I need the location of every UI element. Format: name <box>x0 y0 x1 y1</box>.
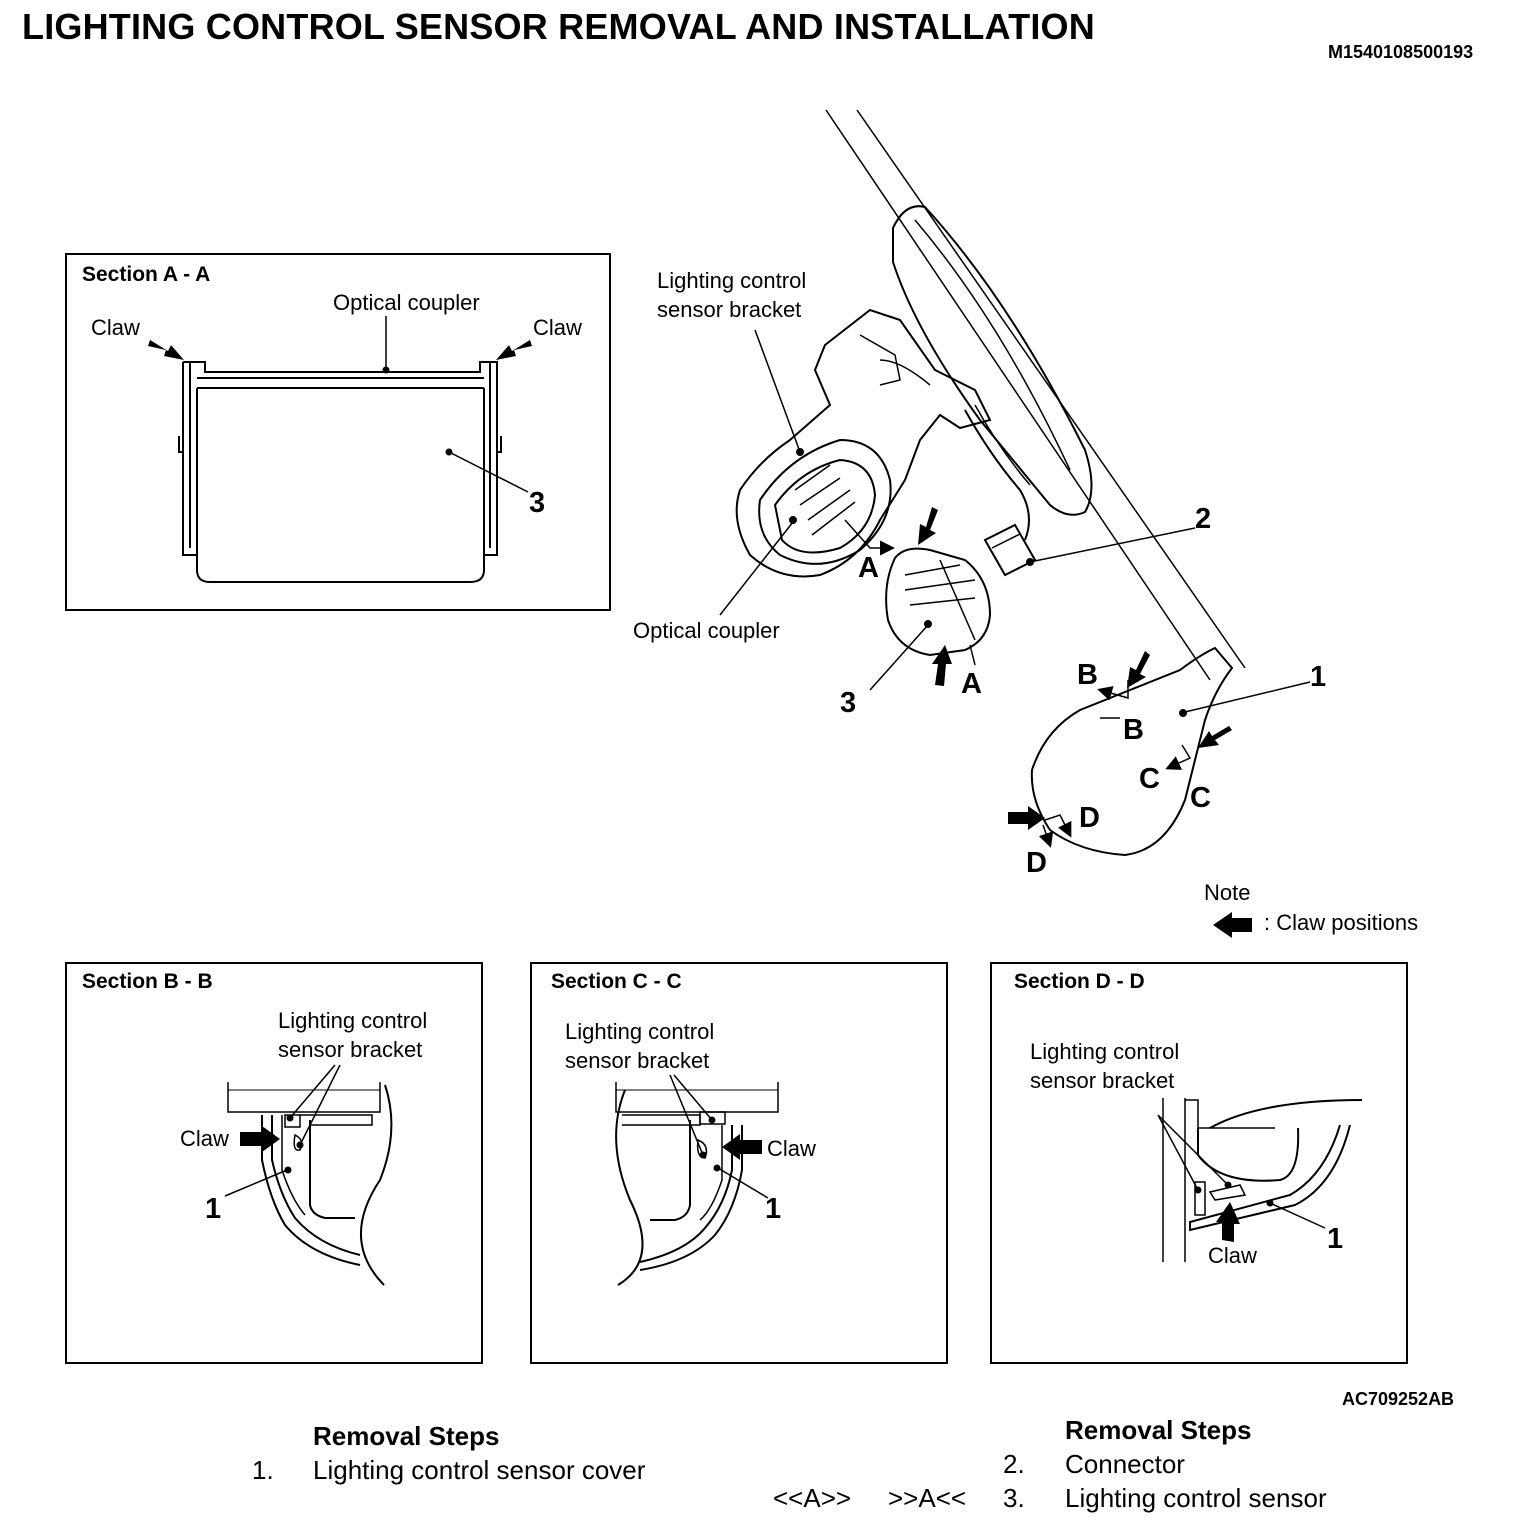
claw-arrow-icon <box>1213 912 1252 938</box>
step-label: Connector <box>1065 1449 1185 1479</box>
section-d-title: Section D - D <box>1014 970 1145 993</box>
section-marker-b: B <box>1077 659 1098 691</box>
claw-label: Claw <box>91 315 140 340</box>
part-number-3: 3 <box>840 687 857 719</box>
section-c-box <box>530 962 948 1364</box>
part-number-2: 2 <box>1195 503 1212 535</box>
step-label: Lighting control sensor cover <box>313 1455 646 1485</box>
bracket-label-line1: Lighting control <box>565 1019 715 1044</box>
step-label: Lighting control sensor <box>1065 1483 1327 1513</box>
section-c-title: Section C - C <box>551 970 682 993</box>
claw-arrow-icon <box>496 340 532 360</box>
section-marker-d: D <box>1079 802 1100 834</box>
part-number-1: 1 <box>205 1193 222 1225</box>
step-number: 3. <box>1003 1483 1025 1513</box>
page-title: LIGHTING CONTROL SENSOR REMOVAL AND INST… <box>22 6 1095 47</box>
claw-label: Claw <box>1208 1243 1257 1268</box>
part-number-1: 1 <box>1327 1223 1344 1255</box>
main-assembly-drawing <box>719 109 1311 857</box>
figure-id: AC709252AB <box>1342 1389 1455 1409</box>
section-d-drawing <box>1157 1098 1363 1262</box>
part-number-1: 1 <box>765 1193 782 1225</box>
claw-arrow-icon <box>1008 806 1045 830</box>
section-b-drawing <box>224 1064 393 1286</box>
removal-steps-heading: Removal Steps <box>313 1421 500 1451</box>
claw-arrow-icon <box>1216 1202 1240 1242</box>
note-claw-positions: : Claw positions <box>1264 910 1419 935</box>
claw-arrow-icon <box>722 1134 762 1160</box>
claw-arrow-icon <box>240 1126 280 1152</box>
optical-coupler-label: Optical coupler <box>633 618 780 643</box>
claw-arrow-icon <box>932 645 952 686</box>
removal-steps-heading: Removal Steps <box>1065 1415 1252 1445</box>
optical-coupler-label: Optical coupler <box>333 290 480 315</box>
bracket-label-line2: sensor bracket <box>278 1037 423 1062</box>
claw-arrow-icon <box>148 340 184 360</box>
section-b-title: Section B - B <box>82 970 213 993</box>
claw-arrow-icon <box>1198 726 1232 748</box>
section-a-title: Section A - A <box>82 263 211 286</box>
step-number: 1. <box>252 1455 274 1485</box>
document-id: M1540108500193 <box>1328 42 1474 62</box>
section-marker-d: D <box>1026 847 1047 879</box>
section-marker-c: C <box>1190 782 1211 814</box>
bracket-label-line1: Lighting control <box>657 268 807 293</box>
section-d-box <box>990 962 1408 1364</box>
part-number-3: 3 <box>529 487 546 519</box>
note-title: Note <box>1204 880 1251 905</box>
bracket-label-line2: sensor bracket <box>1030 1068 1175 1093</box>
section-b-box <box>65 962 483 1364</box>
claw-label: Claw <box>767 1136 816 1161</box>
section-a-drawing <box>178 316 529 583</box>
bracket-label-line2: sensor bracket <box>565 1048 710 1073</box>
claw-label: Claw <box>533 315 582 340</box>
bracket-label-line1: Lighting control <box>1030 1039 1180 1064</box>
section-a-box <box>65 253 611 611</box>
bracket-label-line1: Lighting control <box>278 1008 428 1033</box>
section-c-drawing <box>615 1074 779 1286</box>
removal-marker: >>A<< <box>888 1483 967 1513</box>
claw-arrow-icon <box>1127 651 1150 688</box>
installation-marker: <<A>> <box>773 1483 852 1513</box>
part-number-1: 1 <box>1310 661 1327 693</box>
section-marker-a: A <box>961 668 982 700</box>
claw-label: Claw <box>180 1126 229 1151</box>
section-marker-c: C <box>1139 763 1160 795</box>
section-marker-b: B <box>1123 714 1144 746</box>
bracket-label-line2: sensor bracket <box>657 297 802 322</box>
step-number: 2. <box>1003 1449 1025 1479</box>
section-marker-a: A <box>858 552 879 584</box>
claw-arrow-icon <box>918 507 938 545</box>
